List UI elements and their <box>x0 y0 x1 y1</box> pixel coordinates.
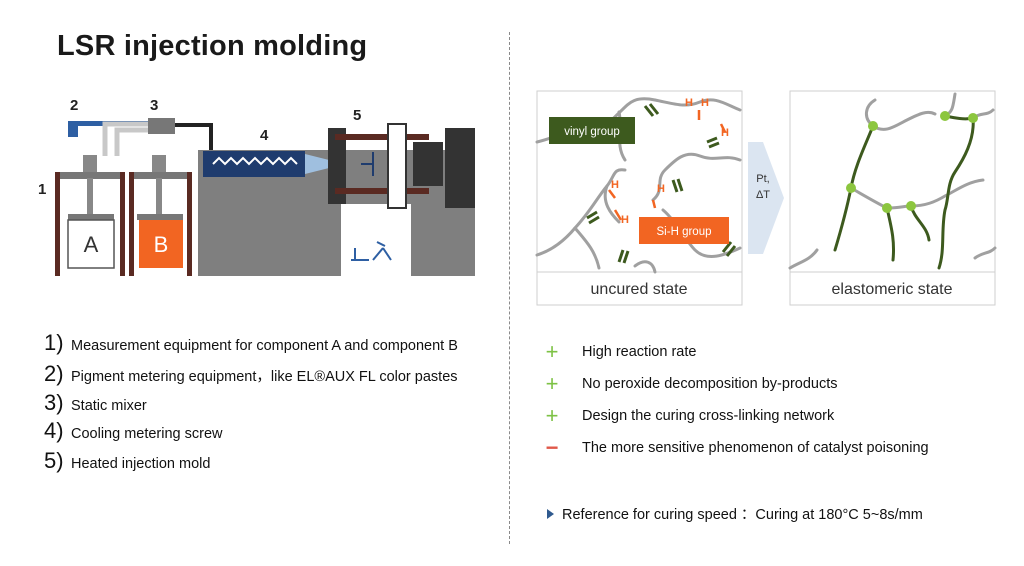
legend-text: Pigment metering equipment，like EL®AUX F… <box>71 369 458 385</box>
pro-text: High reaction rate <box>582 344 697 360</box>
svg-text:H: H <box>611 179 619 191</box>
transition-arrow: Pt, ΔT <box>748 142 784 254</box>
metering-screw <box>203 151 329 177</box>
container-b-label: B <box>154 232 169 257</box>
pro-item-3: + Design the curing cross-linking networ… <box>543 403 835 428</box>
pro-text: Design the curing cross-linking network <box>582 408 835 424</box>
minus-icon: − <box>545 435 559 460</box>
legend-text: Heated injection mold <box>71 456 211 472</box>
legend-number: 2) <box>44 361 64 386</box>
vinyl-group-label: vinyl group <box>564 126 620 138</box>
metering-pump-b: B <box>129 155 192 276</box>
sih-bonds <box>608 110 727 221</box>
legend-text: Static mixer <box>71 398 147 414</box>
uncured-caption: uncured state <box>591 281 688 298</box>
uncured-panel: H H H H H H vinyl group Si-H group uncur… <box>535 90 743 306</box>
svg-text:H: H <box>701 97 709 109</box>
legend-item-3: 3) Static mixer <box>44 390 147 416</box>
legend-number: 5) <box>44 448 64 473</box>
legend-item-1: 1) Measurement equipment for component A… <box>44 330 458 356</box>
crosslink-points <box>846 111 978 213</box>
svg-text:H: H <box>721 127 729 139</box>
plus-icon: + <box>545 371 559 396</box>
con-item-1: − The more sensitive phenomenon of catal… <box>543 435 929 460</box>
injection-machine-diagram: 2 3 4 5 1 A B <box>38 97 475 276</box>
metering-pump-a: A <box>55 155 125 276</box>
legend-text: Cooling metering screw <box>71 426 223 442</box>
heat-label: ΔT <box>756 189 770 201</box>
sih-group-label: Si-H group <box>657 226 712 238</box>
static-mixer <box>148 118 175 134</box>
container-a-label: A <box>84 232 99 257</box>
mold-cavity <box>341 204 411 276</box>
legend-number: 3) <box>44 390 64 415</box>
legend-text: Measurement equipment for component A an… <box>71 338 458 354</box>
h-atoms: H H H H H H <box>611 97 729 226</box>
legend-item-5: 5) Heated injection mold <box>44 448 210 474</box>
feed-lines <box>102 121 213 156</box>
callout-2: 2 <box>70 97 78 114</box>
page-title: LSR injection molding <box>57 30 368 62</box>
curing-speed-reference: Reference for curing speed ：Curing at 18… <box>547 503 923 524</box>
plus-icon: + <box>545 403 559 428</box>
legend-item-2: 2) Pigment metering equipment，like EL®AU… <box>44 361 458 387</box>
vertical-divider <box>509 32 510 544</box>
reference-text: Reference for curing speed ：Curing at 18… <box>562 507 923 523</box>
injection-mold <box>328 123 475 261</box>
callout-5: 5 <box>353 107 361 124</box>
pro-text: No peroxide decomposition by-products <box>582 376 838 392</box>
elastomeric-panel: elastomeric state <box>788 90 997 306</box>
catalyst-label: Pt, <box>756 173 769 185</box>
vinyl-group-box <box>549 117 635 144</box>
triangle-bullet-icon <box>547 508 554 519</box>
curing-diagram: H H H H H H vinyl group Si-H group uncur… <box>535 90 997 306</box>
sih-group-box <box>639 217 729 244</box>
svg-text:H: H <box>685 97 693 109</box>
plus-icon: + <box>545 339 559 364</box>
legend-item-4: 4) Cooling metering screw <box>44 418 223 444</box>
pro-item-2: + No peroxide decomposition by-products <box>543 371 838 396</box>
legend-number: 1) <box>44 330 64 355</box>
elastomeric-caption: elastomeric state <box>832 281 953 298</box>
svg-text:H: H <box>621 214 629 226</box>
callout-3: 3 <box>150 97 158 114</box>
pro-item-1: + High reaction rate <box>543 339 697 364</box>
svg-text:H: H <box>657 183 665 195</box>
callout-1: 1 <box>38 181 46 198</box>
con-text: The more sensitive phenomenon of catalys… <box>582 440 929 456</box>
vinyl-bonds <box>586 103 737 264</box>
callout-4: 4 <box>260 127 269 144</box>
legend-number: 4) <box>44 418 64 443</box>
